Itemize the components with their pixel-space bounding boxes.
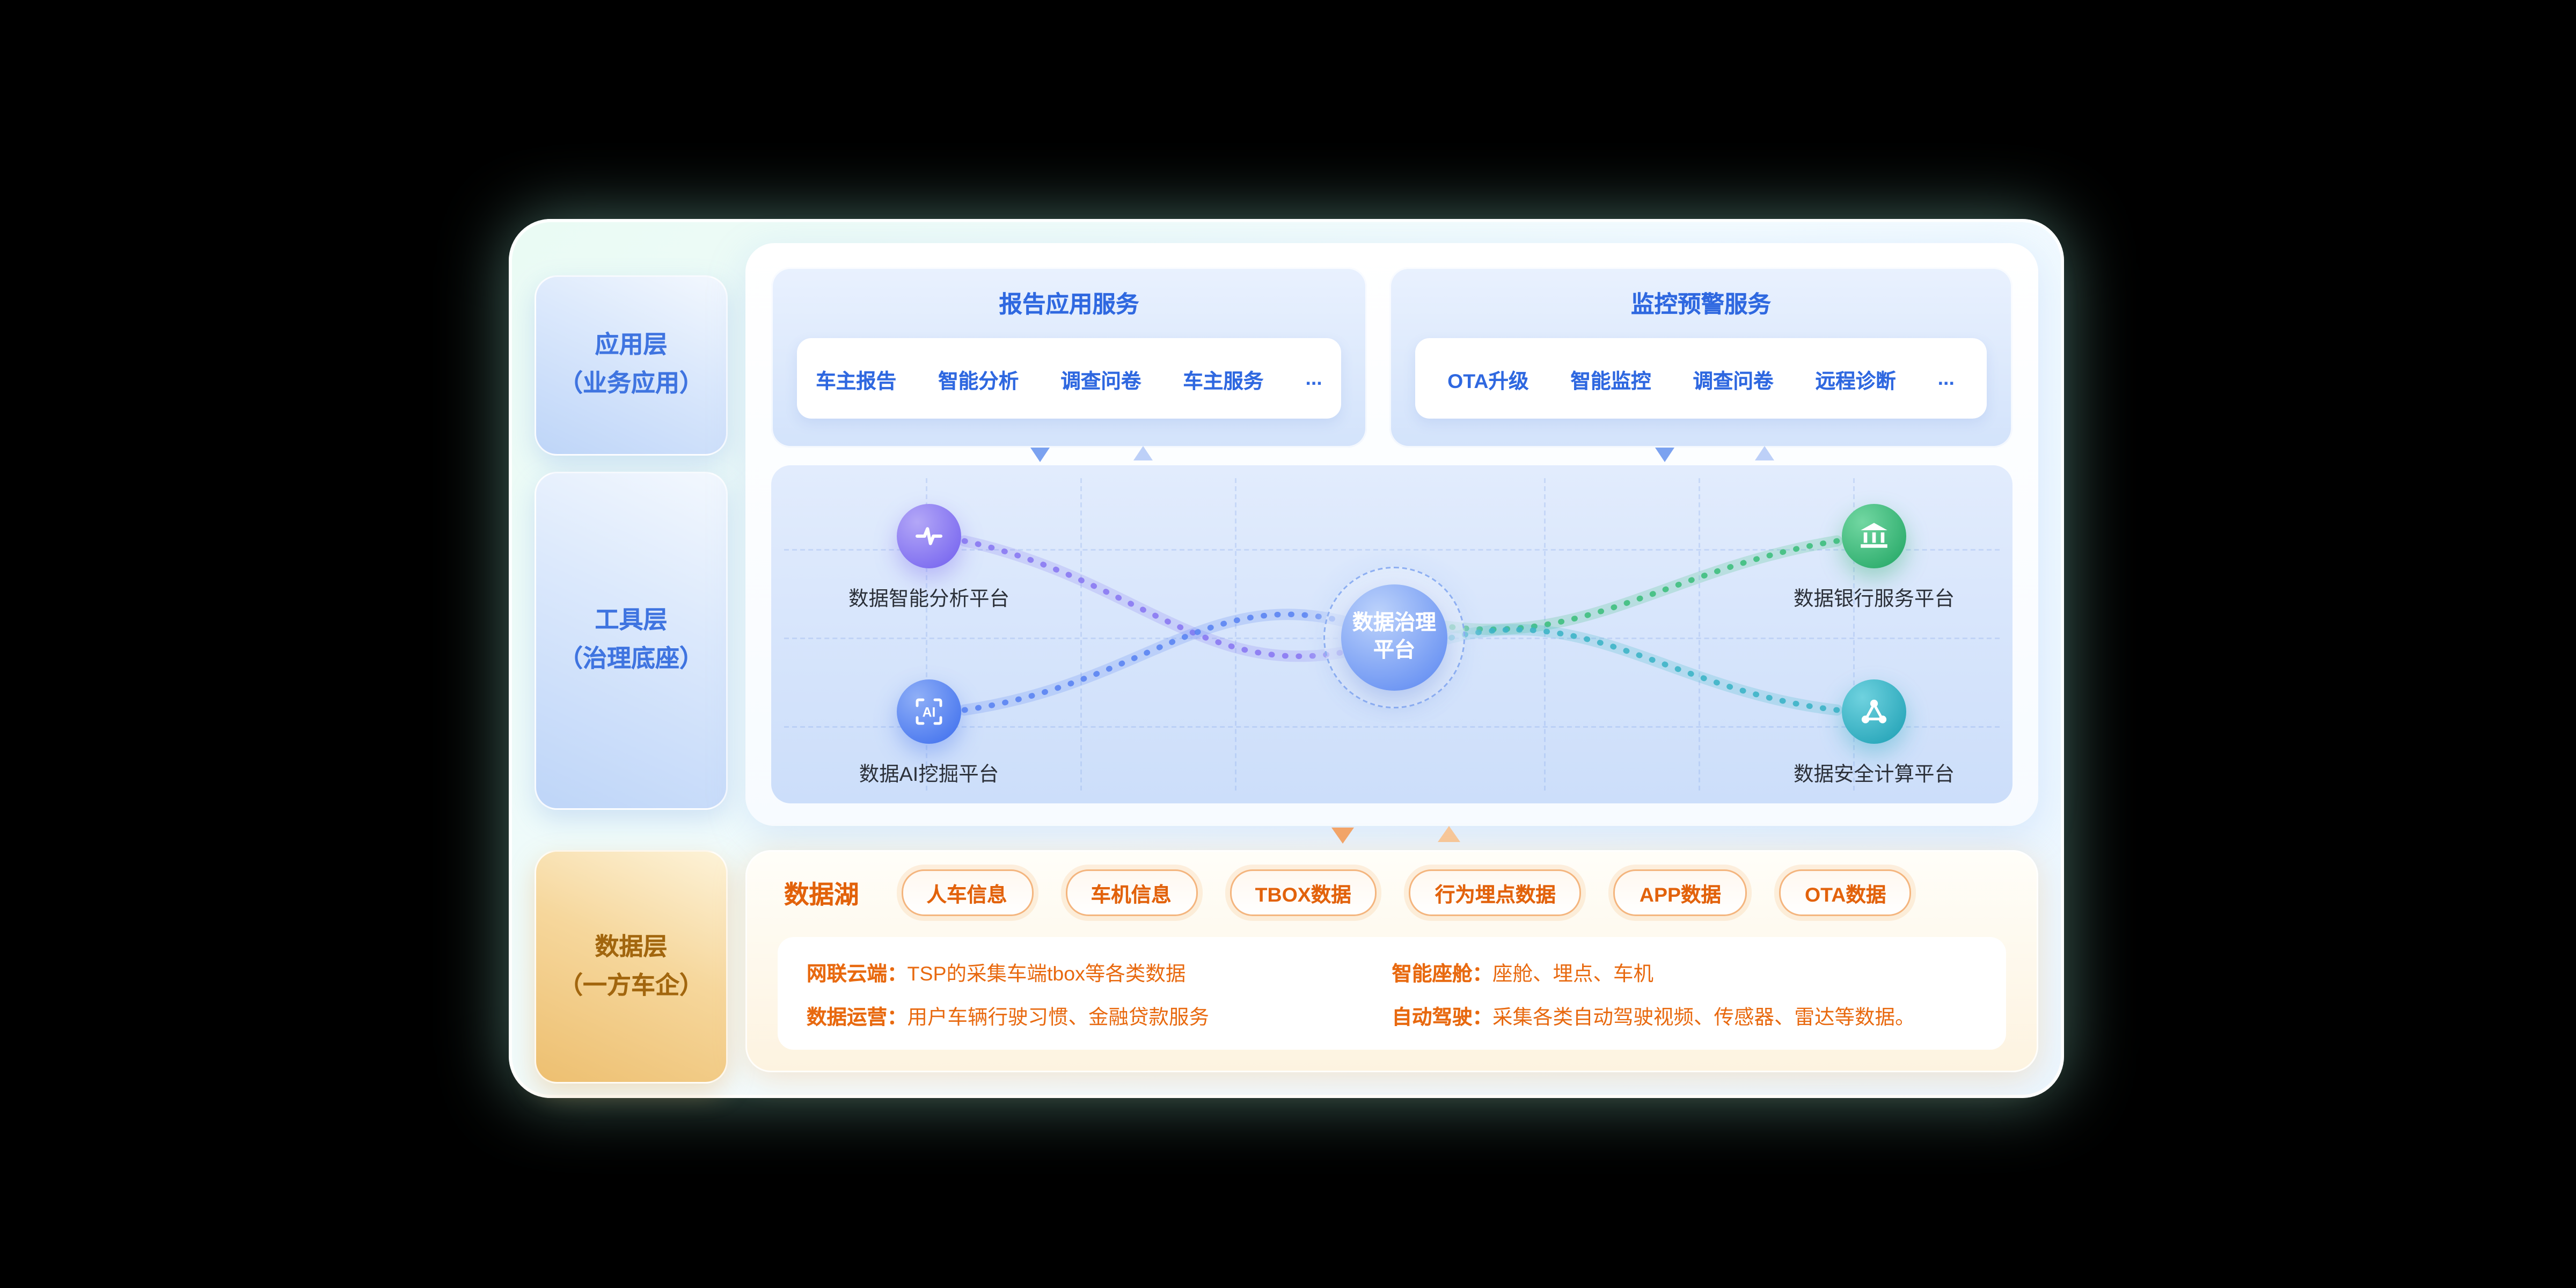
monitor-service-items: OTA升级 智能监控 调查问卷 远程诊断 ... <box>1415 338 1987 419</box>
grid-line <box>1235 478 1236 791</box>
analytics-icon <box>897 504 961 568</box>
connection-curves <box>958 535 1843 716</box>
flow-up-arrow-icon <box>1755 446 1774 460</box>
node-label-analytics: 数据智能分析平台 <box>848 588 1009 610</box>
flow-down-arrow-icon <box>1030 448 1050 462</box>
layer-application: 应用层 （业务应用） <box>535 275 728 456</box>
grid-line <box>1853 478 1855 791</box>
report-item: 车主服务 <box>1183 369 1264 392</box>
center-label-line1: 数据治理 <box>1352 610 1436 635</box>
tool-layer-container: 报告应用服务 车主报告 智能分析 调查问卷 车主服务 ... 监控预警服务 OT… <box>745 243 2038 826</box>
layer-application-title: 应用层 <box>595 332 668 359</box>
lake-down-arrow-icon <box>1331 828 1354 844</box>
data-governance-center: 数据治理 平台 <box>1341 584 1447 691</box>
monitor-service-panel: 监控预警服务 OTA升级 智能监控 调查问卷 远程诊断 ... <box>1389 267 2012 448</box>
lake-tag: 车机信息 <box>1065 869 1197 916</box>
grid-line <box>926 478 927 791</box>
lake-tag: OTA数据 <box>1779 869 1912 916</box>
flow-down-arrow-icon <box>1655 448 1674 462</box>
report-service-items: 车主报告 智能分析 调查问卷 车主服务 ... <box>797 338 1341 419</box>
lake-tag: 人车信息 <box>901 869 1033 916</box>
layer-data-subtitle: （一方车企） <box>558 971 704 999</box>
report-service-panel: 报告应用服务 车主报告 智能分析 调查问卷 车主服务 ... <box>771 267 1367 448</box>
detail-column-left: 网联云端：TSP的采集车端tbox等各类数据 数据运营：用户车辆行驶习惯、金融贷… <box>807 950 1392 1037</box>
data-lake-title: 数据湖 <box>784 881 859 909</box>
report-service-title: 报告应用服务 <box>999 293 1139 319</box>
governance-panel: 数据治理 平台 数据智能分析平台 AI 数据AI挖掘平台 <box>771 465 2012 803</box>
lake-tag: TBOX数据 <box>1229 869 1377 916</box>
layer-tools-title: 工具层 <box>595 607 668 634</box>
monitor-item: OTA升级 <box>1447 369 1529 392</box>
detail-column-right: 智能座舱：座舱、埋点、车机 自动驾驶：采集各类自动驾驶视频、传感器、雷达等数据。 <box>1392 950 1978 1037</box>
detail-label: 智能座舱： <box>1392 963 1493 985</box>
grid-line <box>1544 478 1546 791</box>
lake-tag: 行为埋点数据 <box>1409 869 1582 916</box>
detail-line: 智能座舱：座舱、埋点、车机 <box>1392 956 1978 987</box>
data-lake-details: 网联云端：TSP的采集车端tbox等各类数据 数据运营：用户车辆行驶习惯、金融贷… <box>778 937 2006 1050</box>
report-item: 智能分析 <box>938 369 1019 392</box>
monitor-item: ... <box>1937 367 1955 390</box>
node-label-ai-mining: 数据AI挖掘平台 <box>859 763 999 786</box>
detail-text: 座舱、埋点、车机 <box>1492 963 1654 985</box>
layer-tools: 工具层 （治理底座） <box>535 472 728 810</box>
layer-data-title: 数据层 <box>595 933 668 961</box>
node-label-data-bank: 数据银行服务平台 <box>1793 588 1955 610</box>
report-item: ... <box>1305 367 1322 390</box>
grid-line <box>1080 478 1082 791</box>
detail-text: 采集各类自动驾驶视频、传感器、雷达等数据。 <box>1492 1006 1915 1029</box>
layer-tools-subtitle: （治理底座） <box>558 646 704 673</box>
monitor-item: 调查问卷 <box>1693 369 1774 392</box>
monitor-service-title: 监控预警服务 <box>1631 293 1771 319</box>
center-label-line2: 平台 <box>1373 638 1415 662</box>
grid-line <box>1699 478 1700 791</box>
flow-up-arrow-icon <box>1133 446 1153 460</box>
ai-icon: AI <box>897 679 961 744</box>
detail-label: 数据运营： <box>807 1006 908 1029</box>
detail-line: 数据运营：用户车辆行驶习惯、金融贷款服务 <box>807 1000 1392 1030</box>
detail-label: 网联云端： <box>807 963 908 985</box>
detail-line: 自动驾驶：采集各类自动驾驶视频、传感器、雷达等数据。 <box>1392 1000 1978 1030</box>
svg-text:AI: AI <box>923 706 936 720</box>
lake-tag: APP数据 <box>1613 869 1747 916</box>
detail-label: 自动驾驶： <box>1392 1006 1493 1029</box>
architecture-board: 应用层 （业务应用） 工具层 （治理底座） 数据层 （一方车企） 报告应用服务 … <box>509 219 2064 1098</box>
monitor-item: 智能监控 <box>1570 369 1651 392</box>
monitor-item: 远程诊断 <box>1815 369 1896 392</box>
data-lake-panel: 数据湖 人车信息 车机信息 TBOX数据 行为埋点数据 APP数据 OTA数据 … <box>745 850 2038 1072</box>
lake-up-arrow-icon <box>1438 826 1460 842</box>
detail-text: 用户车辆行驶习惯、金融贷款服务 <box>907 1006 1210 1029</box>
node-label-secure-compute: 数据安全计算平台 <box>1793 763 1955 786</box>
layer-application-subtitle: （业务应用） <box>558 370 704 398</box>
report-item: 调查问卷 <box>1060 369 1141 392</box>
layer-data: 数据层 （一方车企） <box>535 850 728 1084</box>
detail-text: TSP的采集车端tbox等各类数据 <box>907 963 1186 985</box>
report-item: 车主报告 <box>816 369 897 392</box>
bank-icon <box>1842 504 1906 568</box>
data-lake-header: 数据湖 人车信息 车机信息 TBOX数据 行为埋点数据 APP数据 OTA数据 <box>745 850 2038 916</box>
secure-compute-icon <box>1842 679 1906 744</box>
detail-line: 网联云端：TSP的采集车端tbox等各类数据 <box>807 956 1392 987</box>
